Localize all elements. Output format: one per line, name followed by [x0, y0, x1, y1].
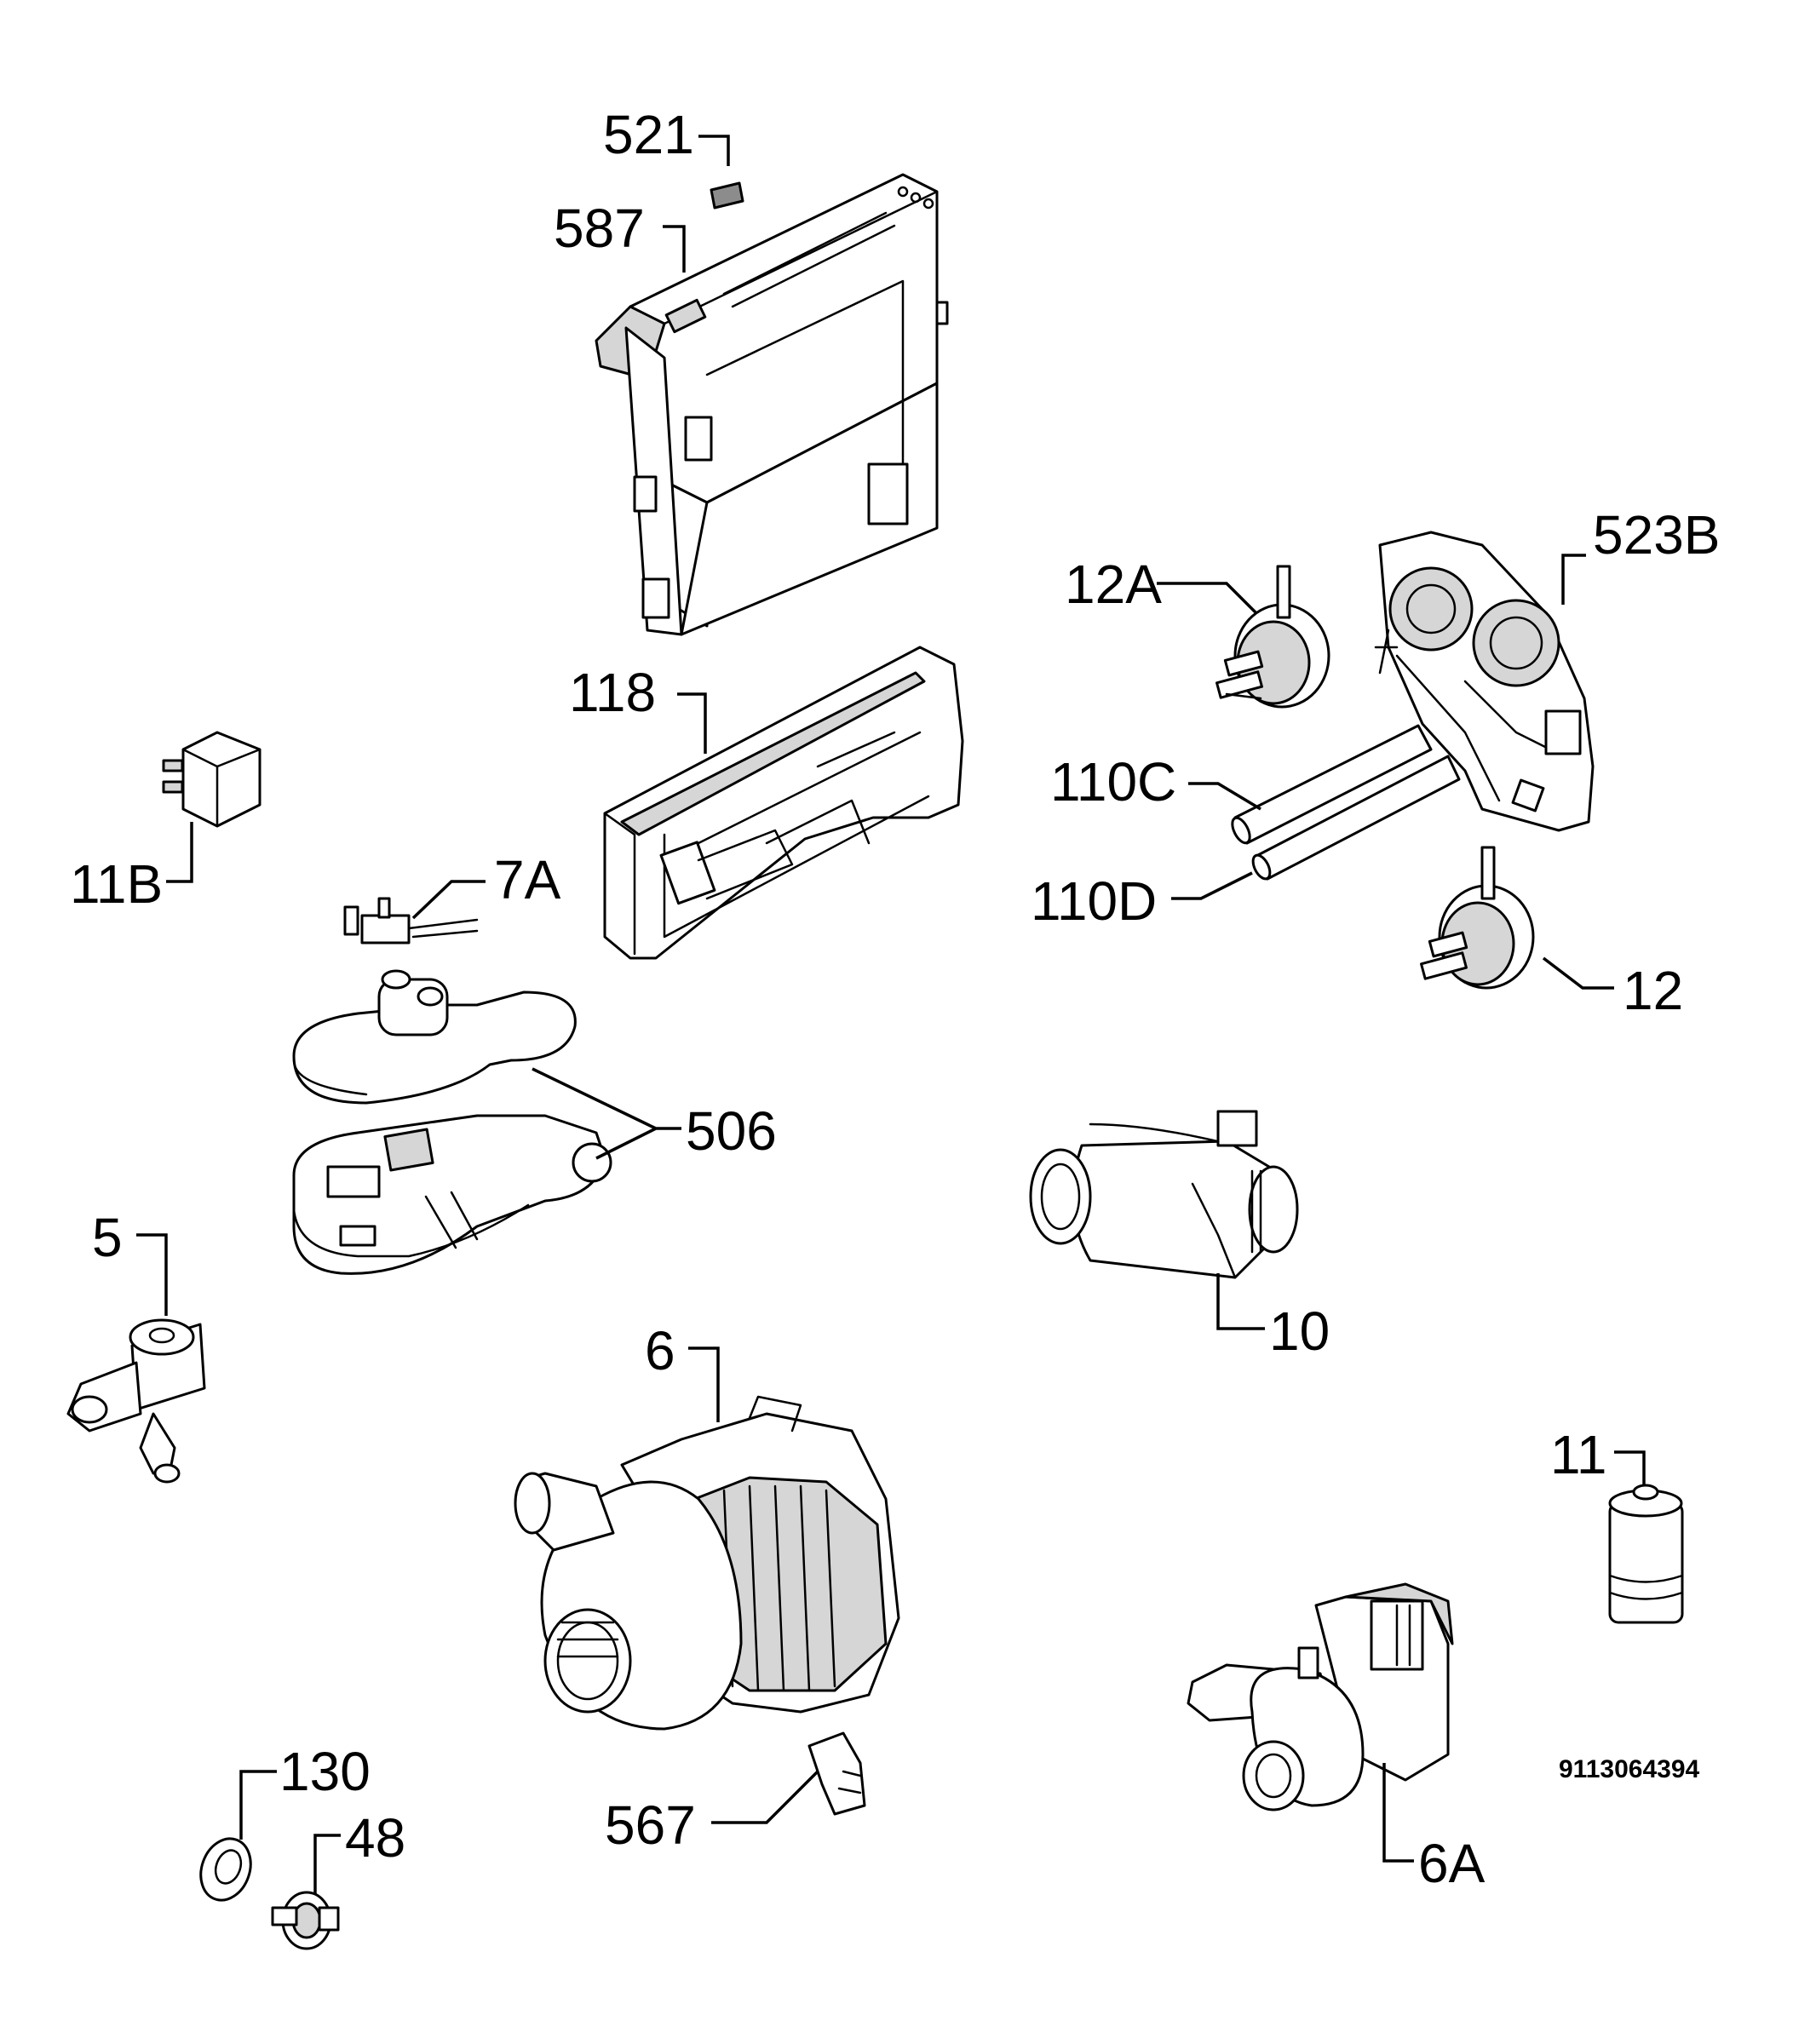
part-48-plug [271, 1891, 340, 1950]
leader-118 [677, 692, 707, 754]
part-6A-drain-pump [1187, 1582, 1454, 1811]
label-11B: 11B [70, 853, 163, 915]
leader-12 [1542, 956, 1614, 990]
label-10: 10 [1269, 1300, 1330, 1362]
part-10-heater [1029, 1110, 1299, 1279]
label-567: 567 [605, 1794, 696, 1856]
part-11-capacitor [1608, 1484, 1684, 1624]
leader-10 [1216, 1273, 1265, 1330]
label-110D: 110D [1031, 870, 1157, 932]
label-110C: 110C [1050, 751, 1176, 812]
leader-587 [663, 225, 686, 273]
part-12-pressure-switch [1420, 846, 1535, 990]
part-506-lower-tray [292, 1114, 612, 1275]
leader-523B [1561, 554, 1586, 605]
part-506-upper-cover [292, 969, 577, 1105]
part-567-clip [807, 1731, 866, 1816]
label-587: 587 [554, 198, 645, 259]
part-521-clip [710, 181, 744, 210]
leader-130 [239, 1770, 277, 1840]
label-521: 521 [603, 104, 694, 165]
part-110D-hose [1251, 755, 1461, 881]
label-11: 11 [1550, 1424, 1606, 1485]
leader-12A [1157, 582, 1258, 615]
leader-6 [688, 1346, 720, 1422]
part-5-inlet-valve [66, 1318, 206, 1484]
label-118: 118 [569, 662, 656, 723]
leader-7A [411, 880, 486, 920]
leader-48 [313, 1834, 341, 1895]
leader-11 [1614, 1450, 1646, 1486]
leader-110D [1171, 871, 1253, 900]
leader-5 [136, 1233, 168, 1316]
label-12: 12 [1623, 960, 1683, 1021]
leader-110C [1188, 782, 1261, 811]
leader-11B [166, 822, 193, 883]
leader-567 [711, 1770, 819, 1824]
part-11B-relay [162, 731, 261, 828]
leader-521 [698, 135, 730, 166]
label-7A: 7A [494, 849, 561, 910]
part-12A-pressure-switch [1215, 565, 1330, 709]
label-523B: 523B [1593, 504, 1720, 566]
part-110C-hose [1231, 724, 1433, 845]
label-6: 6 [645, 1320, 675, 1381]
part-523B-bracket [1374, 531, 1595, 832]
part-118-housing [603, 646, 964, 960]
leader-506 [532, 1067, 681, 1160]
label-130: 130 [279, 1741, 371, 1802]
label-506: 506 [686, 1100, 777, 1162]
part-6-circulation-pump [514, 1395, 900, 1731]
leader-6A [1382, 1763, 1414, 1863]
drawing-number: 9113064394 [1559, 1755, 1700, 1783]
part-7A-sensor [343, 897, 479, 944]
label-5: 5 [92, 1207, 123, 1268]
part-587-control-module [595, 173, 949, 636]
label-12A: 12A [1065, 554, 1162, 615]
label-48: 48 [345, 1807, 405, 1869]
label-6A: 6A [1418, 1833, 1486, 1894]
part-130-gasket [199, 1837, 252, 1902]
